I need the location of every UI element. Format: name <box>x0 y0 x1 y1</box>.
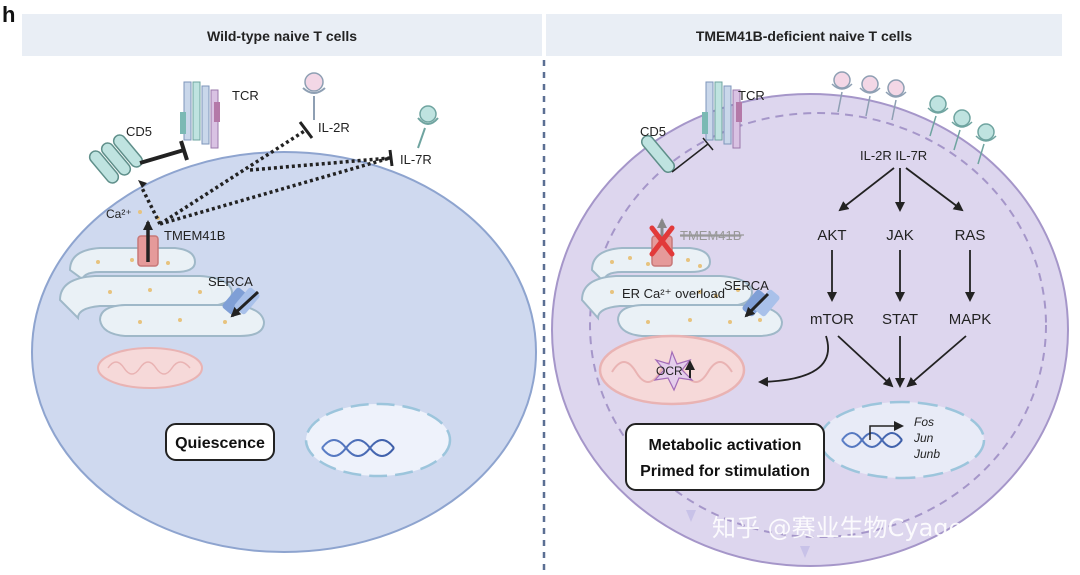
left-tcr-label: TCR <box>232 88 259 103</box>
left-mitochondrion <box>97 347 203 389</box>
left-er <box>58 247 266 337</box>
right-cell: TMEM41B ER Ca²⁺ overload SERCA OCR Fos J… <box>551 93 1069 567</box>
right-header-bar <box>546 14 1062 56</box>
node-jak: JAK <box>886 227 914 244</box>
right-tcr <box>702 81 742 149</box>
gene-jun: Jun <box>913 431 934 445</box>
node-ras: RAS <box>955 227 986 244</box>
node-stat: STAT <box>882 311 918 328</box>
tcr-cd5-inhibition <box>139 148 185 165</box>
left-ca-label: Ca²⁺ <box>106 207 132 221</box>
left-cd5 <box>88 134 144 184</box>
right-tcr-cd5-inhibition <box>671 143 709 173</box>
activation-line2: Primed for stimulation <box>640 463 810 480</box>
gene-fos: Fos <box>914 415 934 429</box>
er-overload-label: ER Ca²⁺ overload <box>622 286 725 301</box>
left-header-bar <box>22 14 542 56</box>
left-dna-icon <box>321 439 395 457</box>
tmem41b-inhibition-lines <box>140 128 391 226</box>
right-cell-inner-dashed <box>589 112 1047 538</box>
left-cell: Ca²⁺ TMEM41B SERCA Quiescence <box>31 151 537 553</box>
knockout-x-icon <box>649 225 675 257</box>
node-mtor: mTOR <box>810 311 854 328</box>
gene-junb: Junb <box>913 447 940 461</box>
left-il7r <box>417 105 439 149</box>
right-il2r-il7r-label: IL-2R IL-7R <box>860 148 927 163</box>
node-mapk: MAPK <box>949 311 992 328</box>
right-serca-arrow <box>744 292 770 318</box>
quiescence-box <box>165 423 275 461</box>
left-tmem-label: TMEM41B <box>164 228 225 243</box>
right-cd5-label: CD5 <box>640 124 666 139</box>
left-title: Wild-type naive T cells <box>207 28 357 44</box>
right-tcr-label: TCR <box>738 88 765 103</box>
node-akt: AKT <box>817 227 846 244</box>
right-il2r-cluster <box>831 71 907 121</box>
watermark: 知乎 @赛业生物Cyagen <box>712 514 979 542</box>
activation-line1: Metabolic activation <box>649 437 802 454</box>
right-cd5 <box>640 134 676 174</box>
right-serca-label: SERCA <box>724 278 769 293</box>
right-title: TMEM41B-deficient naive T cells <box>696 28 912 44</box>
right-er <box>580 247 784 337</box>
right-dna-icon <box>841 432 903 448</box>
left-serca-arrow <box>230 290 260 318</box>
panel-letter: h <box>2 2 15 27</box>
ocr-label: OCR <box>656 364 683 378</box>
quiescence-label: Quiescence <box>175 435 265 452</box>
left-serca-label: SERCA <box>208 274 253 289</box>
bottom-arrows-decor <box>686 510 810 558</box>
left-il7r-label: IL-7R <box>400 152 432 167</box>
right-il7r-cluster <box>927 95 997 165</box>
activation-box <box>625 423 825 491</box>
left-ca-dots <box>96 210 257 324</box>
left-il2r <box>302 72 326 120</box>
left-il2r-label: IL-2R <box>318 120 350 135</box>
left-tcr <box>180 81 220 149</box>
transcription-arrow <box>869 421 904 440</box>
left-cd5-label: CD5 <box>126 124 152 139</box>
signaling-pathway: AKT JAK RAS mTOR STAT MAPK <box>758 167 992 388</box>
